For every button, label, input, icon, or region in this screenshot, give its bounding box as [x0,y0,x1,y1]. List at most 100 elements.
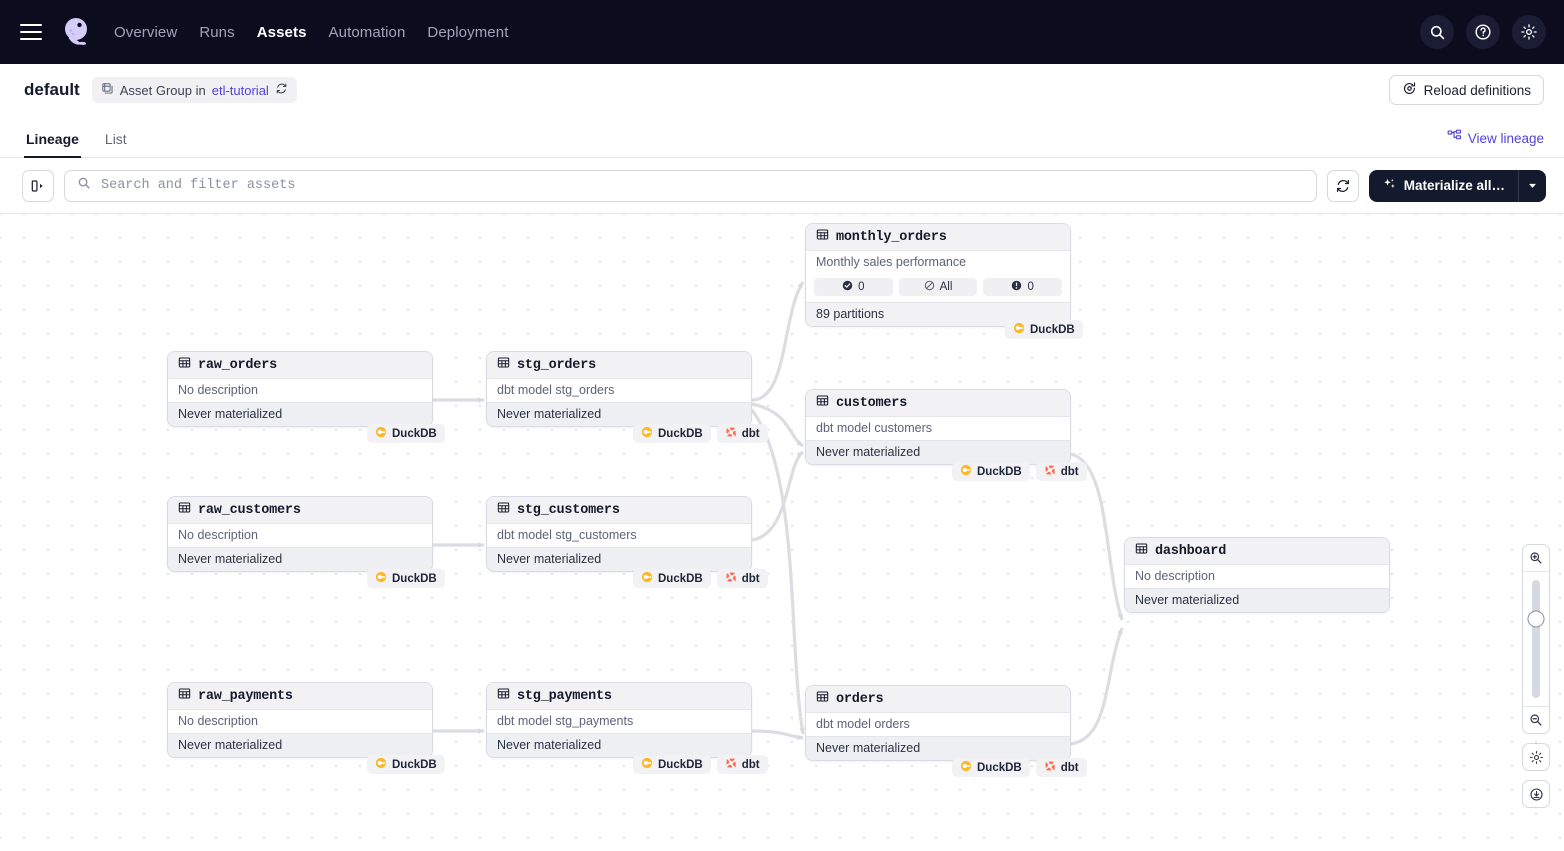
partition-pill-failed[interactable]: 0 [983,278,1063,296]
tag-duckdb[interactable]: DuckDB [952,462,1030,481]
zoom-slider-knob[interactable] [1527,610,1545,628]
tag-dbt[interactable]: dbt [1035,462,1087,481]
view-lineage-link[interactable]: View lineage [1447,129,1544,157]
tag-dbt[interactable]: dbt [716,569,768,588]
asset-node-raw_payments[interactable]: raw_payments No description Never materi… [167,682,433,758]
asset-node-header: stg_orders [487,352,751,379]
partition-pill-label: All [939,281,953,293]
tag-duckdb[interactable]: DuckDB [367,424,445,443]
zoom-out-icon[interactable] [1523,707,1549,733]
tag-label: dbt [741,758,760,771]
materialize-all-button[interactable]: Materialize all… [1368,169,1546,202]
asset-node-stg_orders[interactable]: stg_orders dbt model stg_orders Never ma… [486,351,752,427]
asset-node-stg_customers[interactable]: stg_customers dbt model stg_customers Ne… [486,496,752,572]
asset-node-status: Never materialized [806,440,1070,464]
asset-node-raw_orders[interactable]: raw_orders No description Never material… [167,351,433,427]
nav-link-deployment[interactable]: Deployment [427,23,509,41]
failed-circle-icon [1011,280,1022,294]
zoom-in-icon[interactable] [1523,545,1549,571]
panel-expand-icon[interactable] [22,169,54,202]
asset-node-description: dbt model stg_payments [487,710,751,733]
reload-definitions-label: Reload definitions [1423,82,1531,98]
asset-node-header: customers [806,390,1070,417]
asset-group-badge-link[interactable]: etl-tutorial [211,82,269,98]
partition-pill-missing[interactable]: All [898,278,978,296]
page-header: default Asset Group in etl-tutorial [0,64,1564,116]
dagster-logo-icon[interactable] [56,12,96,52]
asset-node-description: No description [168,710,432,733]
asset-node-header: dashboard [1125,538,1389,565]
duckdb-icon [960,464,972,479]
asset-node-orders[interactable]: orders dbt model orders Never materializ… [805,685,1071,761]
tag-dbt[interactable]: dbt [716,755,768,774]
tag-dbt[interactable]: dbt [716,424,768,443]
asset-node-tags-customers: DuckDB dbt [952,462,1087,481]
asset-node-customers[interactable]: customers dbt model customers Never mate… [805,389,1071,465]
tag-duckdb[interactable]: DuckDB [952,758,1030,777]
table-icon [1135,542,1148,560]
dbt-icon [1044,464,1056,479]
asset-group-badge-prefix: Asset Group in [119,82,206,98]
asset-node-description: No description [168,379,432,402]
partition-status-row: 0 All 0 [806,274,1070,302]
tag-label: DuckDB [658,427,703,440]
missing-circle-icon [924,280,935,294]
tag-label: dbt [741,427,760,440]
asset-node-status: Never materialized [168,547,432,571]
check-circle-icon [842,280,853,294]
reload-definitions-button[interactable]: Reload definitions [1388,75,1544,105]
nav-link-overview[interactable]: Overview [114,23,178,41]
tag-duckdb[interactable]: DuckDB [633,424,711,443]
nav-actions [1420,15,1546,49]
nav-link-runs[interactable]: Runs [199,23,235,41]
tag-label: DuckDB [658,758,703,771]
asset-node-stg_payments[interactable]: stg_payments dbt model stg_payments Neve… [486,682,752,758]
partition-pill-materialized[interactable]: 0 [814,278,893,296]
tab-list[interactable]: List [104,131,127,147]
asset-group-badge[interactable]: Asset Group in etl-tutorial [91,77,297,103]
refresh-icon[interactable] [275,82,288,98]
asset-node-name: raw_payments [198,688,293,704]
table-icon [497,356,510,374]
download-graph-button[interactable] [1522,780,1550,808]
asset-node-tags-stg_customers: DuckDB dbt [633,569,768,588]
top-navigation-bar: Overview Runs Assets Automation Deployme… [0,0,1564,64]
hamburger-menu-icon[interactable] [20,24,42,40]
asset-node-description: Monthly sales performance [806,251,1070,274]
dbt-icon [725,571,737,586]
graph-settings-button[interactable] [1522,743,1550,771]
tag-duckdb[interactable]: DuckDB [1005,320,1083,339]
search-icon[interactable] [1420,15,1454,49]
tag-duckdb[interactable]: DuckDB [367,755,445,774]
nav-link-automation[interactable]: Automation [328,23,406,41]
asset-node-raw_customers[interactable]: raw_customers No description Never mater… [167,496,433,572]
lineage-graph-canvas[interactable]: raw_orders No description Never material… [0,214,1564,839]
tag-duckdb[interactable]: DuckDB [367,569,445,588]
table-icon [178,356,191,374]
tag-dbt[interactable]: dbt [1035,758,1087,777]
asset-node-status: Never materialized [487,402,751,426]
nav-link-assets[interactable]: Assets [256,23,307,41]
tag-duckdb[interactable]: DuckDB [633,569,711,588]
asset-node-name: customers [836,395,908,411]
edge-stg_payments-orders [751,729,804,740]
search-and-filter-box[interactable] [64,169,1317,202]
tag-label: DuckDB [392,427,437,440]
refresh-graph-button[interactable] [1326,169,1359,202]
edge-stg_orders-monthly_orders [751,281,805,402]
tab-lineage[interactable]: Lineage [24,131,81,158]
asset-group-icon [101,82,114,98]
asset-node-monthly_orders[interactable]: monthly_orders Monthly sales performance… [805,223,1071,327]
asset-node-dashboard[interactable]: dashboard No description Never materiali… [1124,537,1390,613]
zoom-slider[interactable] [1527,580,1545,698]
search-input[interactable] [99,170,1304,201]
gear-icon[interactable] [1512,15,1546,49]
materialize-dropdown-toggle[interactable] [1518,169,1546,202]
asset-node-tags-monthly_orders: DuckDB [1005,320,1083,339]
edge-orders-dashboard [1070,627,1124,746]
duckdb-icon [641,757,653,772]
tag-label: DuckDB [392,572,437,585]
duckdb-icon [1013,322,1025,337]
help-icon[interactable] [1466,15,1500,49]
tag-duckdb[interactable]: DuckDB [633,755,711,774]
